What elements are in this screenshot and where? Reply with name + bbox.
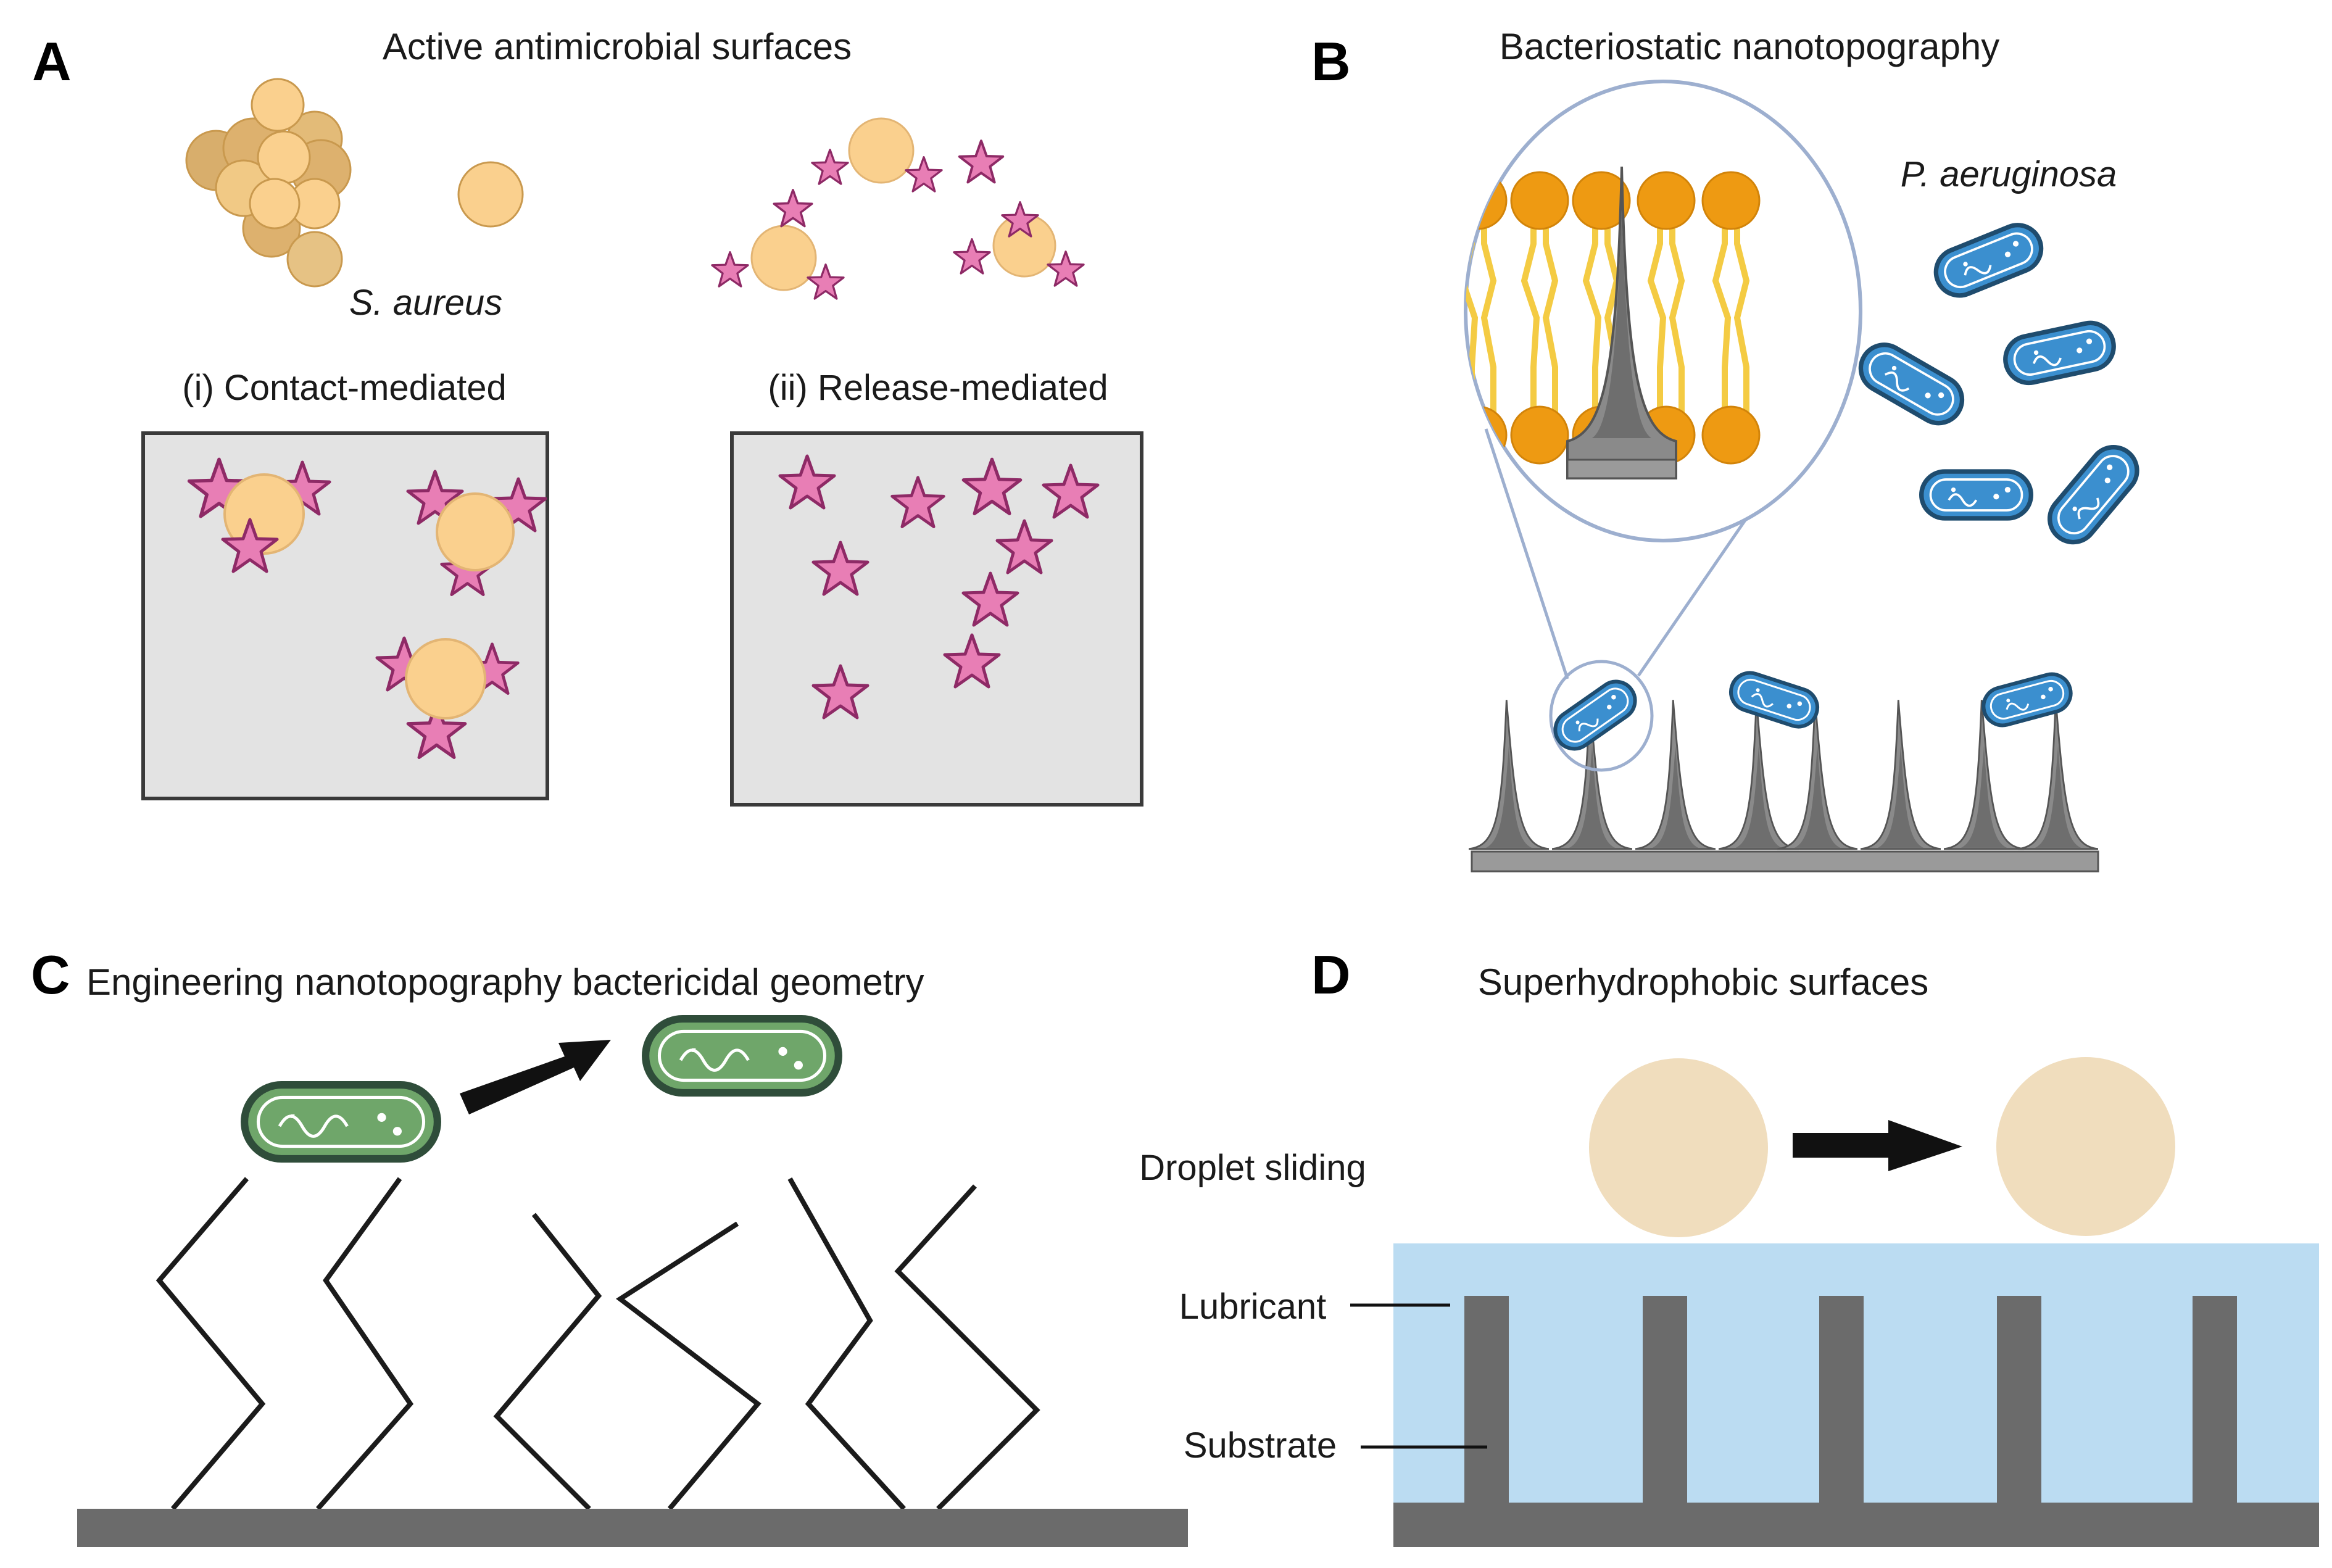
p-aeruginosa-label: P. aeruginosa	[1901, 154, 2117, 194]
s-aureus-cluster	[185, 78, 524, 288]
cells-with-stars	[711, 117, 1085, 300]
panel-d-substrate	[1393, 1503, 2319, 1547]
bacterium-green	[645, 1019, 839, 1093]
panel-c: C Engineering nanotopography bactericida…	[31, 944, 1188, 1547]
panel-b-letter: B	[1311, 31, 1351, 92]
star-icon	[958, 139, 1005, 184]
s-aureus-label: S. aureus	[349, 283, 502, 323]
star-icon	[773, 189, 813, 228]
panel-b: B Bacteriostatic nanotopography P. aerug…	[1311, 26, 2147, 873]
star-icon	[811, 148, 849, 185]
bacterium-green	[244, 1085, 438, 1159]
arrow-icon	[460, 1040, 611, 1114]
panel-c-title: Engineering nanotopography bactericidal …	[86, 961, 924, 1003]
panel-d: D Superhydrophobic surfaces Droplet slid…	[1139, 944, 2319, 1547]
bactericidal-pillars	[156, 1177, 1040, 1511]
panel-d-title: Superhydrophobic surfaces	[1478, 961, 1928, 1003]
panel-b-title: Bacteriostatic nanotopography	[1500, 26, 2000, 67]
lubricant-label: Lubricant	[1179, 1287, 1327, 1327]
panel-c-letter: C	[31, 944, 70, 1005]
star-icon	[711, 251, 749, 288]
panel-a: A Active antimicrobial surfaces S. aureu…	[32, 26, 1143, 807]
droplet-sliding-label: Droplet sliding	[1139, 1148, 1366, 1188]
subpanel-ii-label: (ii) Release-mediated	[768, 368, 1108, 408]
substrate-pillars	[1464, 1296, 2237, 1509]
release-mediated-box	[730, 431, 1143, 807]
nanospike-surface	[1469, 699, 2099, 873]
free-bacteria	[1853, 218, 2147, 552]
panel-d-letter: D	[1311, 944, 1351, 1005]
panel-a-title: Active antimicrobial surfaces	[383, 26, 852, 67]
subpanel-i-label: (i) Contact-mediated	[182, 368, 506, 408]
star-icon	[953, 238, 991, 275]
arrow-icon	[1793, 1120, 1962, 1171]
panel-c-substrate	[77, 1509, 1188, 1547]
droplet	[1589, 1058, 1768, 1237]
substrate-label: Substrate	[1184, 1425, 1337, 1466]
attached-bacteria	[1548, 668, 2075, 757]
contact-mediated-box	[141, 431, 549, 800]
panel-a-letter: A	[32, 31, 72, 92]
membrane-zoom	[1464, 80, 1862, 542]
droplet	[1996, 1057, 2175, 1236]
